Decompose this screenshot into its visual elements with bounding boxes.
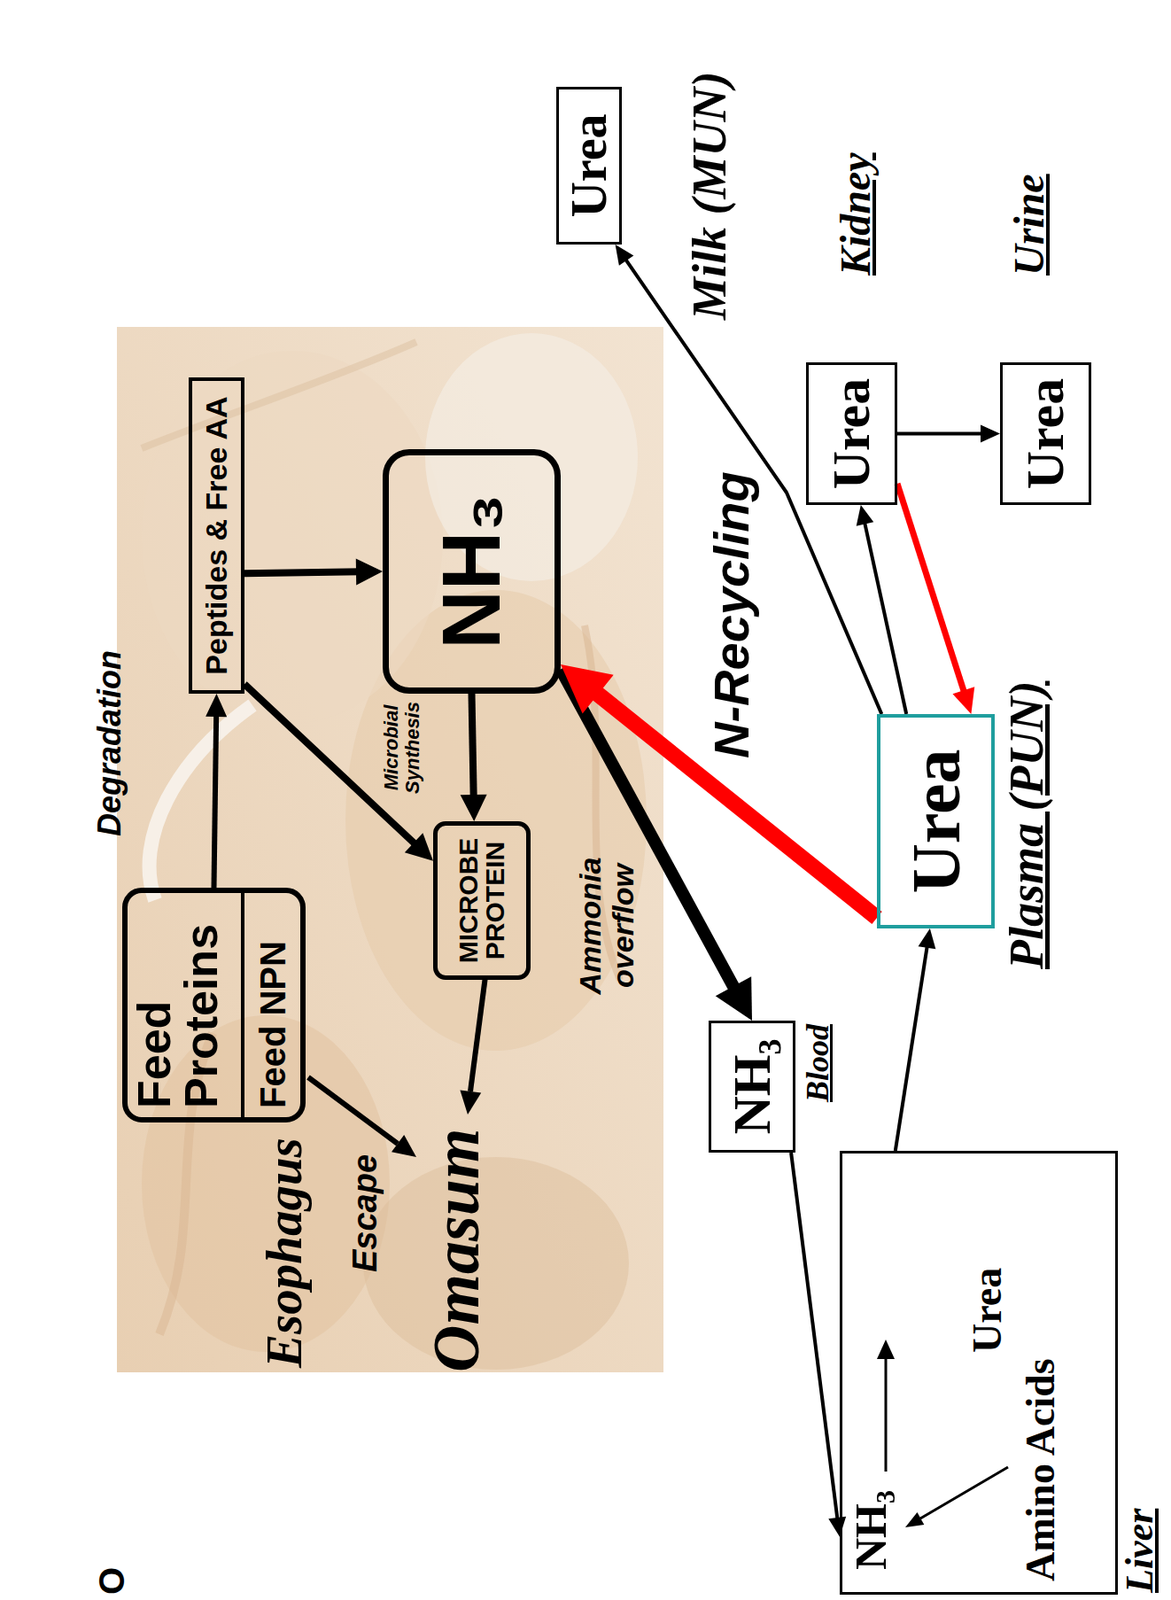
arrow-line [214, 712, 218, 888]
edge-label: Ammonia overflow [573, 853, 641, 998]
arrow-head [460, 794, 488, 822]
arrow-head [356, 558, 383, 585]
tissue-fold [141, 341, 417, 449]
edge-label: N-Recycling [703, 471, 760, 759]
vessel-band [149, 705, 253, 900]
arrow-head [828, 1516, 846, 1537]
arrow-head [856, 504, 875, 527]
arrow-head [952, 686, 975, 714]
flow-arrow [244, 683, 434, 861]
urea-text: Urea [966, 1267, 1009, 1353]
pool-name: Blood [800, 1023, 837, 1102]
flow-arrow [856, 504, 908, 714]
box-text: Urea [1017, 378, 1074, 490]
box-text: Urea [899, 748, 973, 893]
arrow-head [560, 664, 614, 714]
microbe-protein-box: MICROBE PROTEIN [433, 821, 531, 980]
peptide-box: Peptides & Free AA [188, 377, 245, 694]
plasma-urea-box: Urea [876, 713, 995, 929]
arrow-line [897, 483, 966, 696]
flow-arrow [244, 558, 383, 585]
blood-ammonia-box: NH₃ [708, 1020, 796, 1153]
organ-name: Esophagus [256, 1137, 313, 1368]
ammonia-text: NH₃ [847, 1489, 895, 1570]
flow-name: Escape [347, 1154, 385, 1272]
photo-ground [116, 326, 664, 1373]
microbe-flow-arrow [470, 976, 486, 1092]
box-text: Feed NPN [244, 892, 298, 1117]
box-text: NH₃ [426, 493, 517, 649]
arrow-head [715, 976, 753, 1021]
arrow-head [205, 693, 227, 717]
urine-urea-box: Urea [1000, 362, 1092, 505]
liver-arrow [884, 1357, 888, 1472]
box-text: NH₃ [724, 1039, 781, 1135]
flow-arrow [791, 1152, 846, 1537]
flow-arrow [460, 693, 488, 822]
arrow-line [244, 571, 362, 574]
arrow-head [905, 1512, 924, 1528]
arrow-line [791, 1152, 838, 1521]
box-heading: Feed Proteins [127, 892, 245, 1117]
edge-label: Degradation [92, 650, 128, 837]
box-text: Peptides & Free AA [200, 395, 233, 675]
arrow-head [918, 928, 937, 949]
flow-arrow [897, 483, 975, 714]
arrow-head [980, 425, 1001, 443]
organ-name: Kidney [832, 152, 880, 276]
escape-arrow [308, 1077, 398, 1144]
arrow-head [459, 1090, 481, 1116]
arrow-head [404, 832, 434, 861]
edge-label: Microbial Synthesis [380, 695, 424, 800]
flow-arrow [205, 693, 227, 888]
kidney-urea-box: Urea [806, 362, 898, 505]
box-text: Urea [563, 113, 616, 218]
title-fragment: O [92, 1566, 132, 1595]
box-text: Urea [823, 378, 880, 490]
amino-acids-text: Amino Acids [1019, 1357, 1063, 1582]
arrow-line [472, 693, 474, 800]
liver-arrow [920, 1466, 1009, 1519]
box-text: MICROBE PROTEIN [455, 825, 509, 976]
liver-box: NH₃ UreaAmino Acids [839, 1150, 1118, 1595]
arrow-line [897, 432, 985, 436]
arrow-head [876, 1339, 895, 1359]
organ-name: Omasum [423, 1127, 489, 1373]
tissue-shape [141, 350, 443, 723]
arrow-head [391, 1134, 417, 1157]
pool-name: Milk (MUN) [683, 71, 737, 321]
pool-name: Plasma (PUN) [1000, 681, 1054, 970]
milk-urea-box: Urea [556, 86, 622, 245]
pool-name: Urine [1006, 173, 1054, 276]
omasum-shape [363, 1156, 629, 1370]
flow-arrow [897, 425, 1001, 443]
arrow-line [895, 943, 928, 1151]
arrow-head [615, 244, 635, 266]
organ-name: Liver [1119, 1508, 1161, 1593]
feed-box: Feed ProteinsFeed NPN [122, 887, 306, 1123]
flow-arrow [895, 928, 937, 1151]
rumen-ammonia-box: NH₃ [382, 449, 561, 694]
